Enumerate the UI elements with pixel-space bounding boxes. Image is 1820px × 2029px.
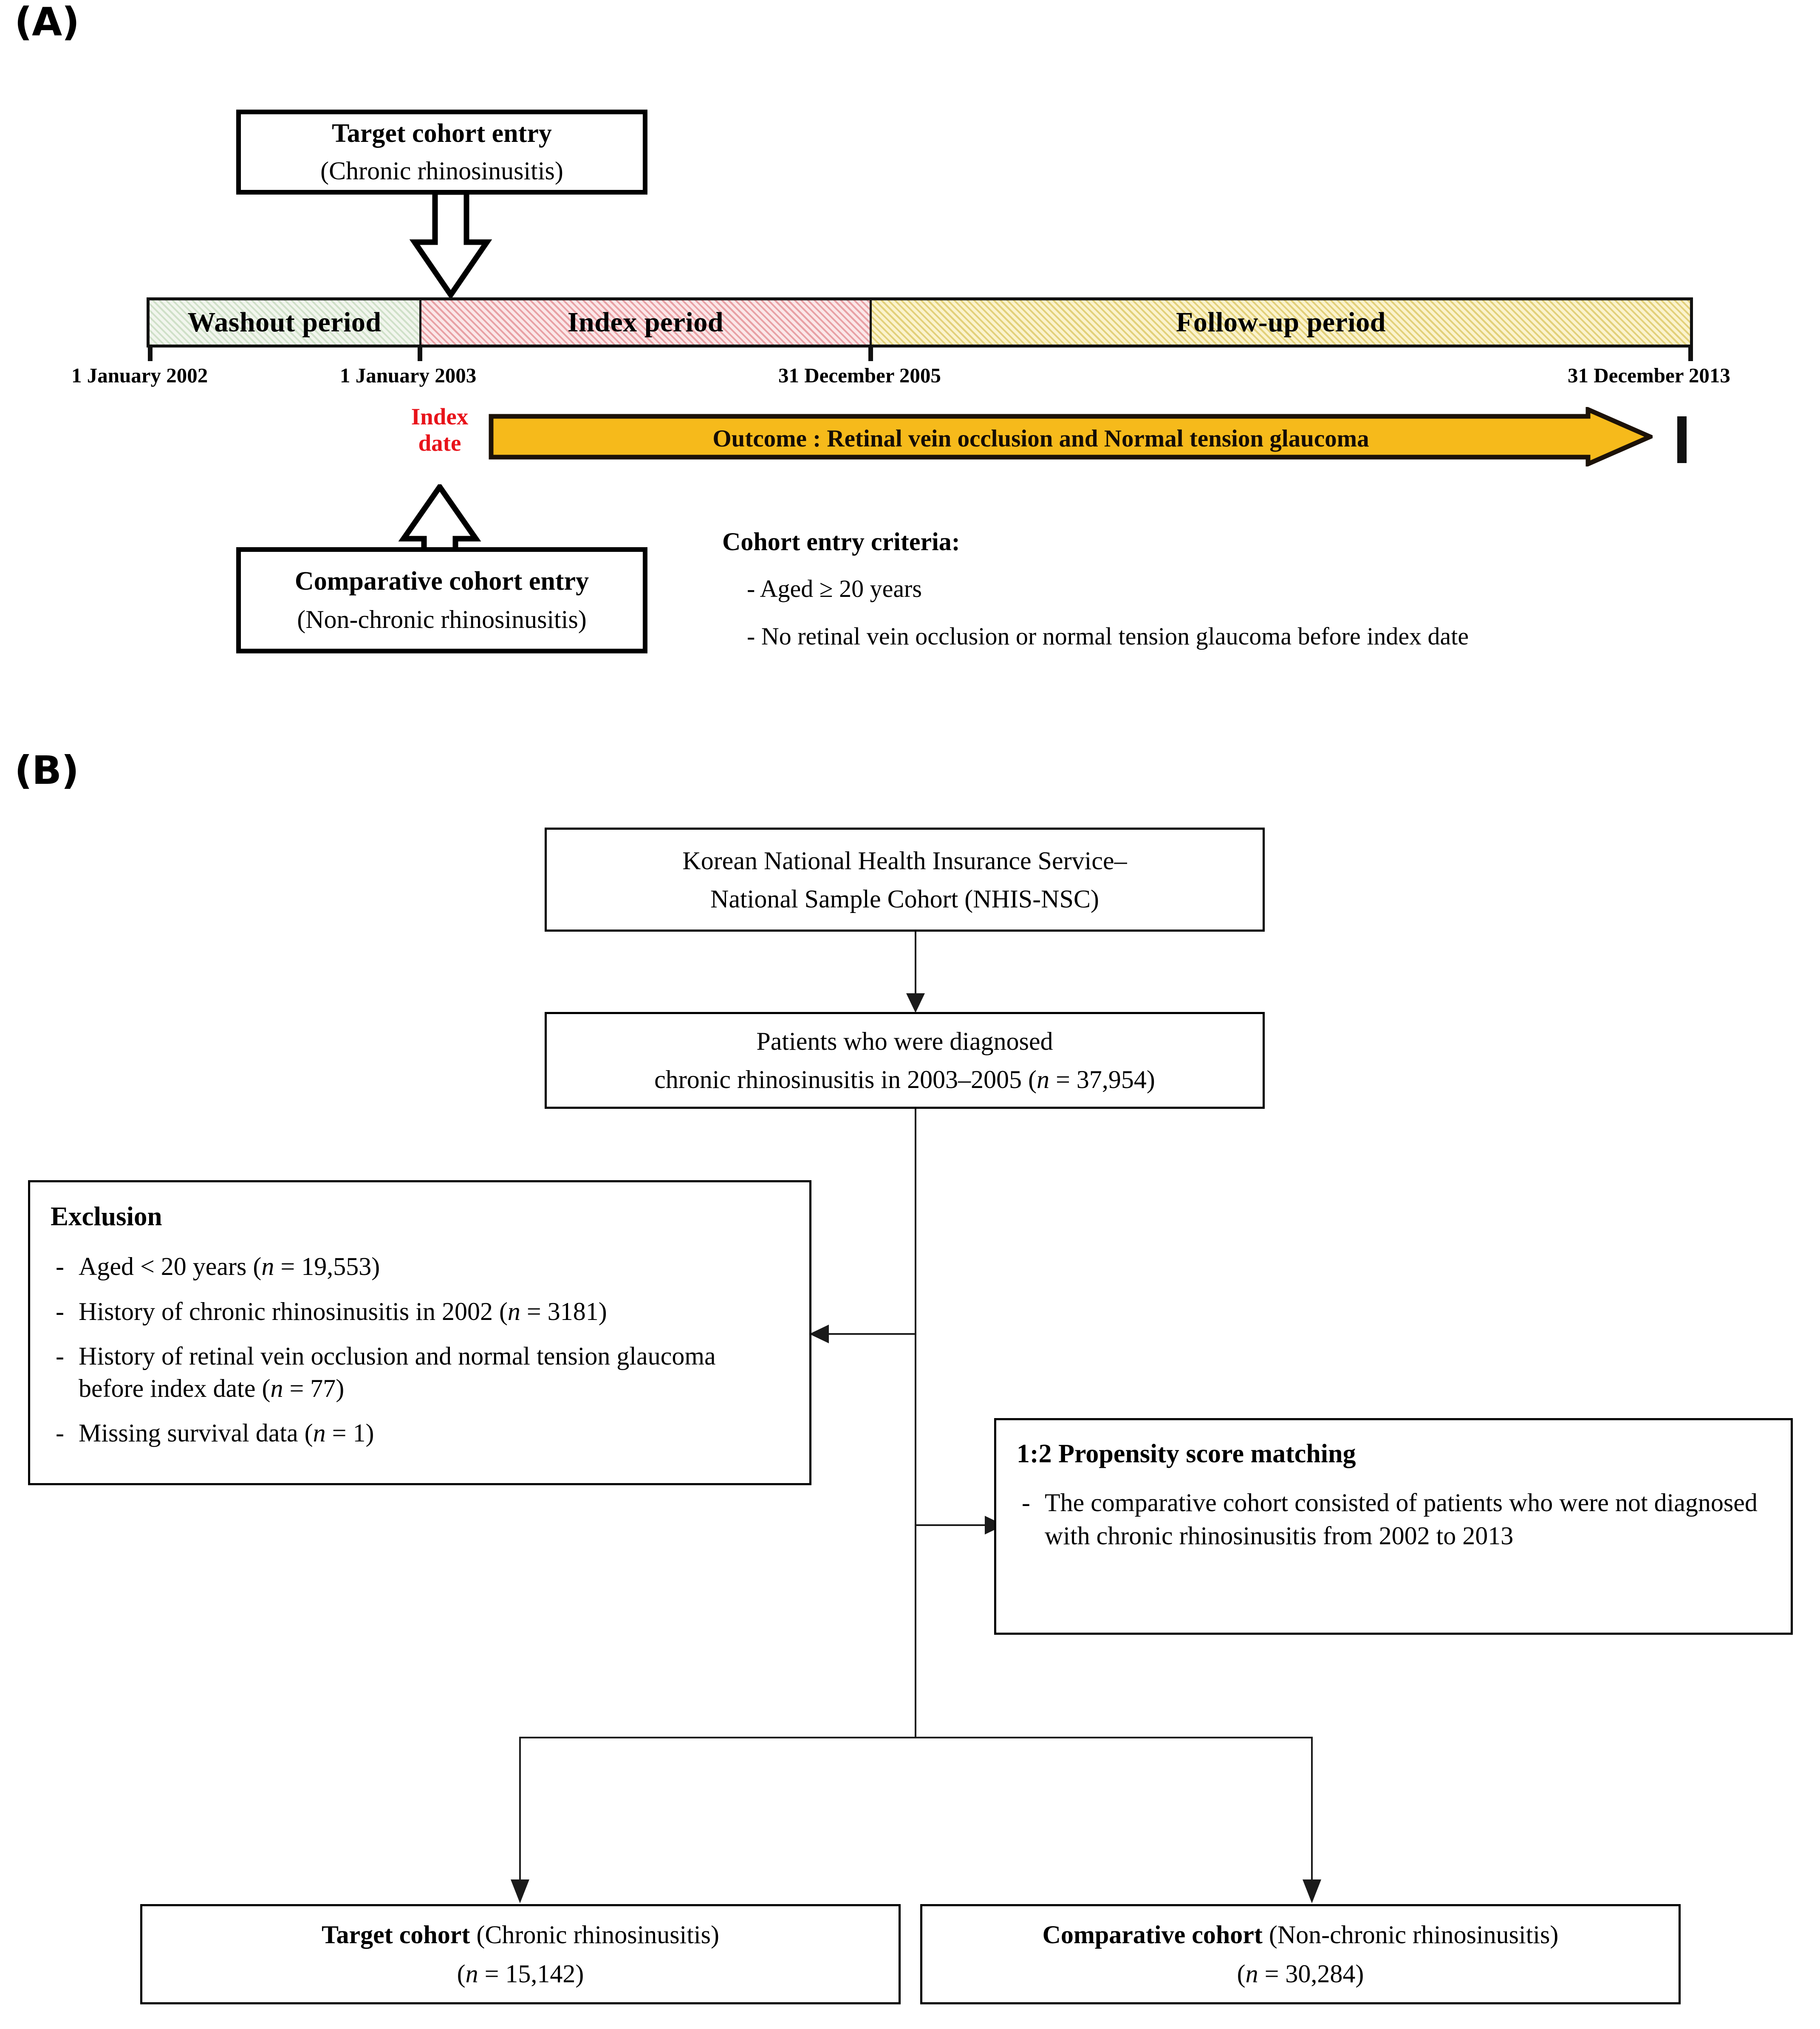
comparative-cohort-result-label-bold: Comparative cohort (1042, 1921, 1263, 1949)
exclusion-item-0: Aged < 20 years (n = 19,553) (51, 1251, 809, 1283)
target-cohort-result-label: Target cohort (Chronic rhinosinusitis) (322, 1918, 719, 1951)
target-cohort-result-n-italic: n (465, 1960, 478, 1988)
exclusion-item-1-pre: History of chronic rhinosinusitis in 200… (79, 1297, 508, 1325)
comparative-cohort-result-n-pre: ( (1237, 1960, 1246, 1988)
comparative-cohort-result-label-rest: (Non-chronic rhinosinusitis) (1262, 1921, 1559, 1949)
diagnosed-line1: Patients who were diagnosed (756, 1027, 1053, 1055)
comparative-cohort-entry-line2: (Non-chronic rhinosinusitis) (297, 605, 587, 633)
connector-trunk-to-psm (916, 1524, 994, 1526)
index-date-line2: date (418, 430, 461, 456)
connector-source-to-diagnosed (915, 932, 916, 1006)
exclusion-item-3-n: n (313, 1419, 326, 1447)
connector-main-trunk (915, 1109, 916, 1738)
index-date-line1: Index (411, 404, 469, 430)
target-cohort-result-label-rest: (Chronic rhinosinusitis) (470, 1921, 719, 1949)
nhis-nsc-source-box: Korean National Health Insurance Service… (545, 828, 1265, 932)
timeline-tick-2002 (148, 345, 153, 361)
exclusion-item-2-n: n (270, 1374, 283, 1402)
index-date-label: Index date (395, 404, 484, 456)
diagnosed-line2: chronic rhinosinusitis in 2003–2005 (n =… (654, 1063, 1155, 1096)
arrowhead-diagnosed-icon (906, 993, 925, 1013)
exclusion-item-3: Missing survival data (n = 1) (51, 1417, 809, 1450)
target-cohort-result-label-bold: Target cohort (321, 1921, 470, 1949)
arrowhead-exclusion-icon (809, 1325, 829, 1343)
timeline-tick-2013 (1688, 345, 1693, 361)
comparative-cohort-result-n-post: = 30,284) (1258, 1960, 1364, 1988)
outcome-arrow-label: Outcome : Retinal vein occlusion and Nor… (712, 425, 1369, 452)
connector-split-horizontal (519, 1737, 1313, 1738)
timeline-segment-followup-label: Follow-up period (1176, 307, 1386, 338)
psm-list: The comparative cohort consisted of pati… (1017, 1486, 1791, 1552)
exclusion-item-2-post: = 77) (283, 1374, 345, 1402)
arrowhead-target-cohort-icon (511, 1879, 529, 1903)
outcome-arrow-end-tick (1677, 416, 1687, 463)
connector-trunk-to-exclusion (824, 1333, 916, 1335)
target-to-timeline-arrow-icon (409, 192, 492, 298)
target-cohort-result-n-post: = 15,142) (478, 1960, 584, 1988)
timeline-tick-2005 (868, 345, 873, 361)
criteria-title: Cohort entry criteria: (722, 528, 960, 556)
connector-split-right-down (1311, 1737, 1313, 1893)
exclusion-item-1: History of chronic rhinosinusitis in 200… (51, 1296, 809, 1328)
exclusion-item-0-pre: Aged < 20 years ( (79, 1252, 262, 1280)
target-cohort-entry-line1: Target cohort entry (332, 119, 552, 148)
exclusion-item-3-pre: Missing survival data ( (79, 1419, 313, 1447)
panel-b-label: (B) (14, 748, 79, 793)
target-cohort-result-n: (n = 15,142) (457, 1957, 584, 1990)
exclusion-title: Exclusion (51, 1201, 162, 1231)
timeline-segment-index-label: Index period (567, 307, 724, 338)
exclusion-item-2-pre: History of retinal vein occlusion and no… (79, 1342, 716, 1402)
psm-title: 1:2 Propensity score matching (1017, 1439, 1356, 1468)
exclusion-box: Exclusion Aged < 20 years (n = 19,553) H… (28, 1180, 811, 1485)
timeline-date-2005: 31 December 2005 (778, 364, 941, 387)
nhis-nsc-line1: Korean National Health Insurance Service… (682, 846, 1127, 875)
exclusion-item-1-n: n (507, 1297, 520, 1325)
diagnosed-patients-box: Patients who were diagnosed chronic rhin… (545, 1012, 1265, 1109)
timeline-segment-washout: Washout period (150, 300, 421, 345)
comparative-cohort-entry-line1: Comparative cohort entry (294, 567, 589, 596)
diagnosed-line2-n: n (1037, 1065, 1050, 1094)
timeline-segment-followup: Follow-up period (872, 300, 1690, 345)
timeline-date-2002: 1 January 2002 (71, 364, 208, 387)
exclusion-item-2: History of retinal vein occlusion and no… (51, 1340, 741, 1404)
comparative-cohort-result-box: Comparative cohort (Non-chronic rhinosin… (920, 1904, 1681, 2004)
timeline-tick-2003 (418, 345, 422, 361)
cohort-entry-criteria: Cohort entry criteria: - Aged ≥ 20 years… (722, 529, 1469, 649)
exclusion-list: Aged < 20 years (n = 19,553) History of … (51, 1251, 809, 1450)
connector-split-left-down (519, 1737, 521, 1893)
psm-item-0: The comparative cohort consisted of pati… (1017, 1486, 1784, 1552)
nhis-nsc-line2: National Sample Cohort (NHIS-NSC) (710, 885, 1099, 913)
comparative-cohort-entry-box: Comparative cohort entry (Non-chronic rh… (236, 547, 647, 653)
exclusion-item-3-post: = 1) (325, 1419, 374, 1447)
target-cohort-result-n-pre: ( (457, 1960, 466, 1988)
timeline-date-2003: 1 January 2003 (340, 364, 477, 387)
propensity-score-matching-box: 1:2 Propensity score matching The compar… (994, 1418, 1793, 1635)
comparative-cohort-result-n-italic: n (1245, 1960, 1258, 1988)
outcome-arrow (489, 407, 1653, 466)
panel-a-label: (A) (14, 0, 79, 45)
study-timeline-bar: Washout period Index period Follow-up pe… (147, 297, 1693, 348)
diagnosed-line2-post: = 37,954) (1049, 1065, 1155, 1094)
timeline-segment-index: Index period (421, 300, 872, 345)
comparative-cohort-result-label: Comparative cohort (Non-chronic rhinosin… (1043, 1918, 1559, 1951)
timeline-date-2013: 31 December 2013 (1568, 364, 1730, 387)
arrowhead-comparative-cohort-icon (1303, 1879, 1321, 1903)
target-cohort-entry-line2: (Chronic rhinosinusitis) (320, 157, 563, 185)
target-cohort-result-box: Target cohort (Chronic rhinosinusitis) (… (140, 1904, 901, 2004)
diagnosed-line2-pre: chronic rhinosinusitis in 2003–2005 ( (654, 1065, 1037, 1094)
criteria-item-0: - Aged ≥ 20 years (747, 575, 922, 602)
criteria-item-1: - No retinal vein occlusion or normal te… (747, 622, 1469, 650)
exclusion-item-1-post: = 3181) (520, 1297, 607, 1325)
exclusion-item-0-n: n (261, 1252, 274, 1280)
exclusion-item-0-post: = 19,553) (274, 1252, 380, 1280)
target-cohort-entry-box: Target cohort entry (Chronic rhinosinusi… (236, 110, 647, 195)
comparative-cohort-result-n: (n = 30,284) (1237, 1957, 1364, 1990)
timeline-segment-washout-label: Washout period (187, 307, 382, 338)
